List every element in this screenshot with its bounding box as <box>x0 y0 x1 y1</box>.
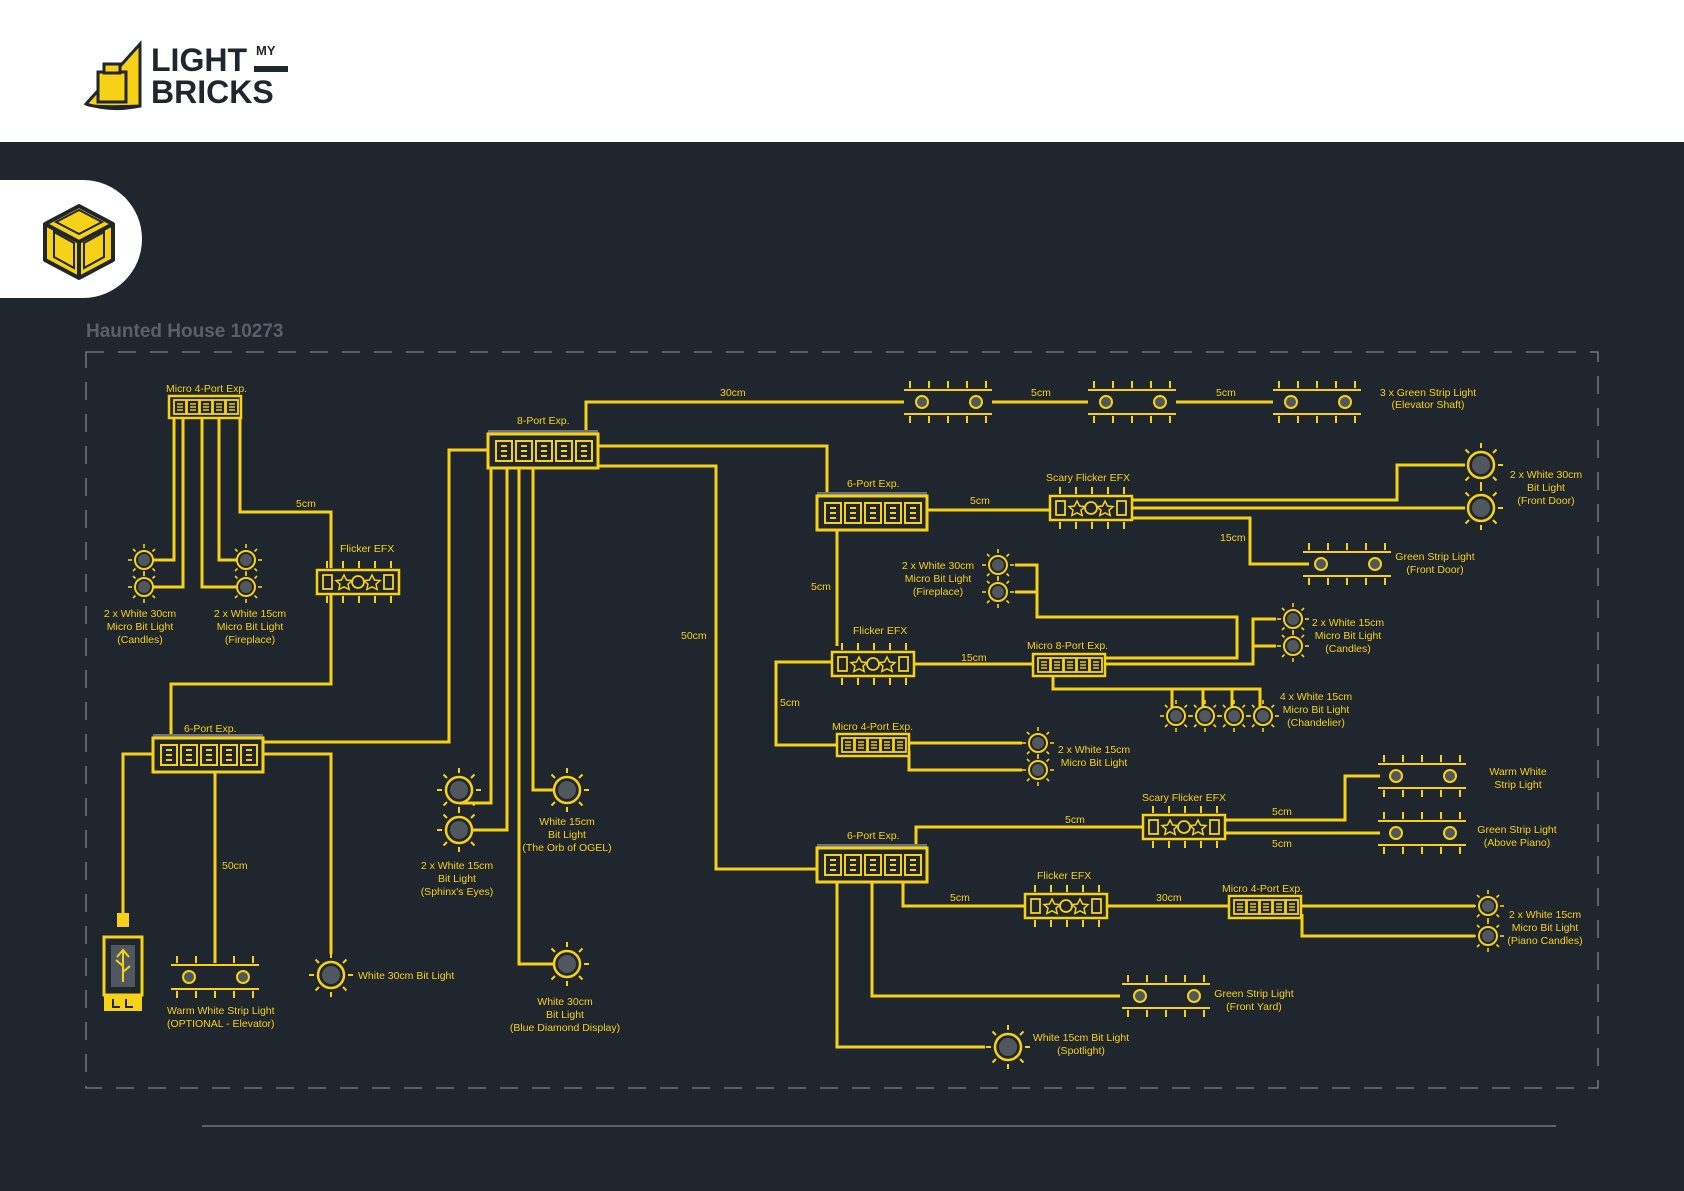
wire-length-label: 5cm <box>780 697 800 709</box>
scary-flicker-efx-top[interactable] <box>1048 485 1134 531</box>
micro-4-port-hub-mid[interactable] <box>837 734 909 756</box>
wire-length-label: 15cm <box>961 652 987 664</box>
hub-label: Micro 8-Port Exp. <box>1027 640 1108 652</box>
wire-length-label: 5cm <box>1065 814 1085 826</box>
wire-length-label: 50cm <box>681 630 707 642</box>
logo-text-my: MY <box>256 43 276 58</box>
micro-bit-light[interactable] <box>1471 919 1505 953</box>
wire-length-label: 5cm <box>970 495 990 507</box>
hub-label: Micro 4-Port Exp. <box>166 383 247 395</box>
green-strip-light-piano[interactable] <box>1377 811 1467 855</box>
wire-length-label: 5cm <box>950 892 970 904</box>
efx-label: Flicker EFX <box>340 543 394 555</box>
flicker-efx-left[interactable] <box>315 559 401 605</box>
wire-length-labels: 5cm 50cm 30cm 5cm 5cm 5cm 15cm 5cm 50cm … <box>222 387 1292 904</box>
usb-power-icon[interactable] <box>102 913 144 1011</box>
logo-text-bricks: BRICKS <box>151 74 274 110</box>
six-port-hub-bottom[interactable] <box>817 844 927 882</box>
header-bar: LIGHT MY BRICKS <box>0 0 1684 142</box>
warm-white-strip-light-elevator[interactable] <box>170 955 260 999</box>
wire-length-label: 30cm <box>1156 892 1182 904</box>
micro-4-port-hub-bottom[interactable] <box>1229 896 1301 918</box>
wire-length-label: 5cm <box>296 498 316 510</box>
bit-light-front-door[interactable] <box>1457 484 1505 532</box>
wire-length-label: 50cm <box>222 860 248 872</box>
hub-label: Micro 4-Port Exp. <box>1222 883 1303 895</box>
wire-length-label: 30cm <box>720 387 746 399</box>
logo-underline <box>254 66 288 72</box>
flicker-efx-bottom[interactable] <box>1023 883 1109 929</box>
micro-bit-light[interactable] <box>1159 699 1193 733</box>
efx-label: Flicker EFX <box>1037 870 1091 882</box>
wire-length-label: 5cm <box>1216 387 1236 399</box>
wire-length-label: 15cm <box>1220 532 1246 544</box>
bit-light-front-door[interactable] <box>1457 441 1505 489</box>
bit-light-white-30cm[interactable] <box>307 951 355 999</box>
logo-mark <box>83 40 142 111</box>
light-label: White 30cm Bit Light <box>358 970 454 982</box>
micro-bit-light[interactable] <box>1471 889 1505 923</box>
hub-label: Micro 4-Port Exp. <box>832 721 913 733</box>
wire-length-label: 5cm <box>1031 387 1051 399</box>
hub-label: 6-Port Exp. <box>847 478 900 490</box>
efx-label: Scary Flicker EFX <box>1046 472 1130 484</box>
six-port-hub-left[interactable] <box>153 734 263 772</box>
light-label: Green Strip Light(Front Door) <box>1395 551 1474 576</box>
diagram-frame <box>85 351 1599 1089</box>
hub-label: 8-Port Exp. <box>517 415 570 427</box>
light-label: Green Strip Light(Front Yard) <box>1214 988 1293 1013</box>
wires <box>121 400 1475 1049</box>
page-title: Haunted House 10273 <box>86 321 284 342</box>
six-port-hub-top[interactable] <box>817 492 927 530</box>
devices <box>102 380 1505 1071</box>
micro-bit-light[interactable] <box>1246 699 1280 733</box>
cube-icon <box>43 204 115 280</box>
hub-label: 6-Port Exp. <box>184 723 237 735</box>
logo-text-light: LIGHT <box>151 42 247 78</box>
bit-light-sphinx[interactable] <box>435 766 483 814</box>
wire-length-label: 5cm <box>811 581 831 593</box>
warm-white-strip-light[interactable] <box>1377 754 1467 798</box>
bit-light-spotlight[interactable] <box>984 1023 1032 1071</box>
micro-4-port-hub-left[interactable] <box>169 396 241 418</box>
efx-label: Flicker EFX <box>853 625 907 637</box>
light-label: Green Strip Light(Above Piano) <box>1477 824 1556 849</box>
flicker-efx-mid[interactable] <box>830 641 916 687</box>
wire-length-label: 5cm <box>1272 838 1292 850</box>
light-label: Warm White Strip Light(OPTIONAL - Elevat… <box>167 1005 275 1030</box>
micro-8-port-hub[interactable] <box>1033 654 1105 676</box>
brand-logo: LIGHT MY BRICKS <box>83 40 288 111</box>
green-strip-light-front-door[interactable] <box>1302 542 1392 586</box>
green-strip-light-front-yard[interactable] <box>1121 974 1211 1018</box>
eight-port-hub[interactable] <box>488 430 598 468</box>
efx-label: Scary Flicker EFX <box>1142 792 1226 804</box>
component-labels: Micro 4-Port Exp. 6-Port Exp. 8-Port Exp… <box>166 383 1303 895</box>
micro-bit-light[interactable] <box>1217 699 1251 733</box>
light-label: White 15cm Bit Light(Spotlight) <box>1033 1032 1129 1057</box>
green-strip-light[interactable] <box>903 380 993 424</box>
green-strip-light[interactable] <box>1272 380 1362 424</box>
wire-length-label: 5cm <box>1272 806 1292 818</box>
side-tab[interactable] <box>0 180 142 298</box>
hub-label: 6-Port Exp. <box>847 830 900 842</box>
micro-bit-light[interactable] <box>1188 699 1222 733</box>
light-label: 3 x Green Strip Light(Elevator Shaft) <box>1380 387 1476 411</box>
green-strip-light[interactable] <box>1087 380 1177 424</box>
scary-flicker-efx-bottom[interactable] <box>1141 804 1227 850</box>
